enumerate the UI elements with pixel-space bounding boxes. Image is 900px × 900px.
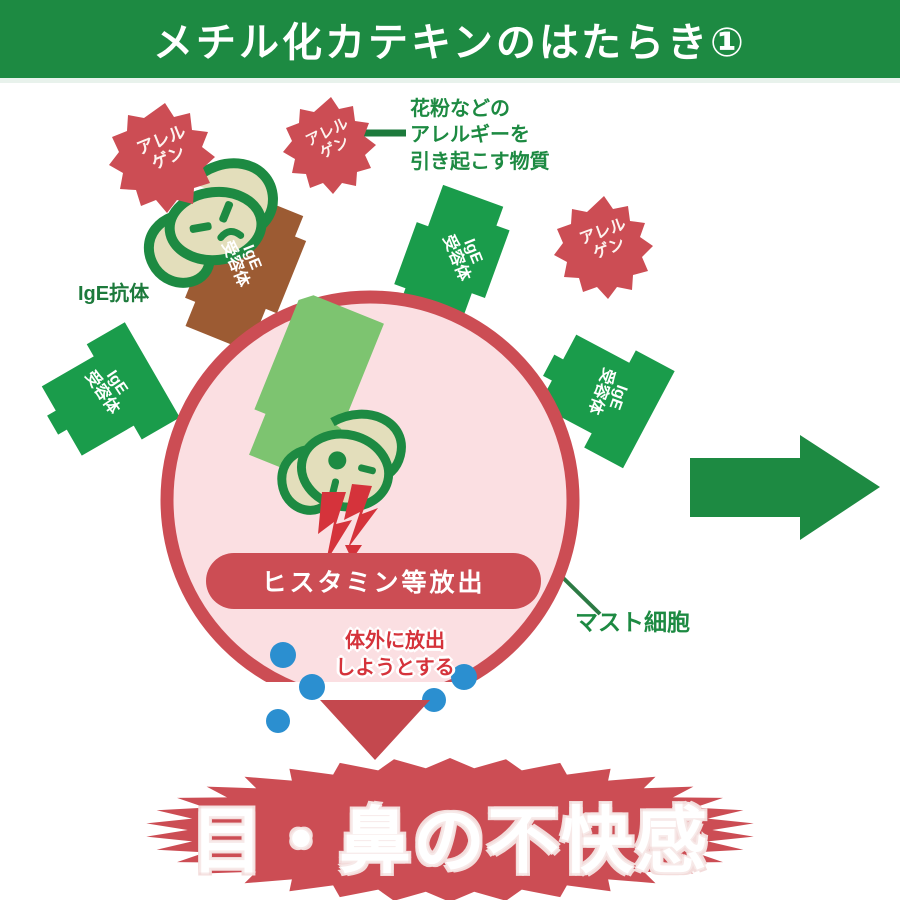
allergen-description-note: 花粉などの アレルギーを 引き起こす物質	[410, 98, 550, 173]
ige-antibody-leader-line	[151, 216, 185, 270]
downward-flow-triangle	[320, 700, 430, 760]
receptor-top-right-label: IgE 受容体	[439, 232, 486, 284]
histamine-granule	[266, 709, 290, 733]
mast-cell-label: マスト細胞	[575, 609, 690, 635]
lightning-bolt-icon	[318, 484, 378, 562]
allergen-right-label: アレル ゲン	[577, 215, 629, 263]
outcome-burst-text: 目・鼻の不快感	[190, 802, 709, 882]
receptor-right-label: IgE 受容体	[584, 365, 631, 417]
header-underline	[0, 78, 900, 83]
receptor-inner-stem	[249, 295, 384, 488]
process-arrow-right	[690, 435, 880, 540]
histamine-release-text: ヒスタミン等放出	[261, 569, 486, 597]
page-title: メチル化カテキンのはたらき①	[153, 21, 747, 65]
histamine-granule	[422, 688, 446, 712]
ige-antibody-label: IgE抗体	[78, 283, 150, 305]
receptor-left-label: IgE 受容体	[81, 367, 131, 418]
release-outside-note: 体外に放出 しようとする	[335, 630, 455, 679]
header-bar: メチル化カテキンのはたらき①	[0, 0, 900, 78]
receptor-brown-top-label: IgE 受容体	[218, 238, 265, 290]
ige-antibody-inner	[277, 409, 406, 515]
allergen-top-left-label: アレル ゲン	[133, 121, 189, 173]
histamine-granule	[270, 642, 296, 668]
allergen-top-center-label: アレル ゲン	[303, 114, 352, 162]
histamine-release-banner: ヒスタミン等放出	[206, 553, 541, 609]
mast-cell-opening	[150, 682, 595, 716]
